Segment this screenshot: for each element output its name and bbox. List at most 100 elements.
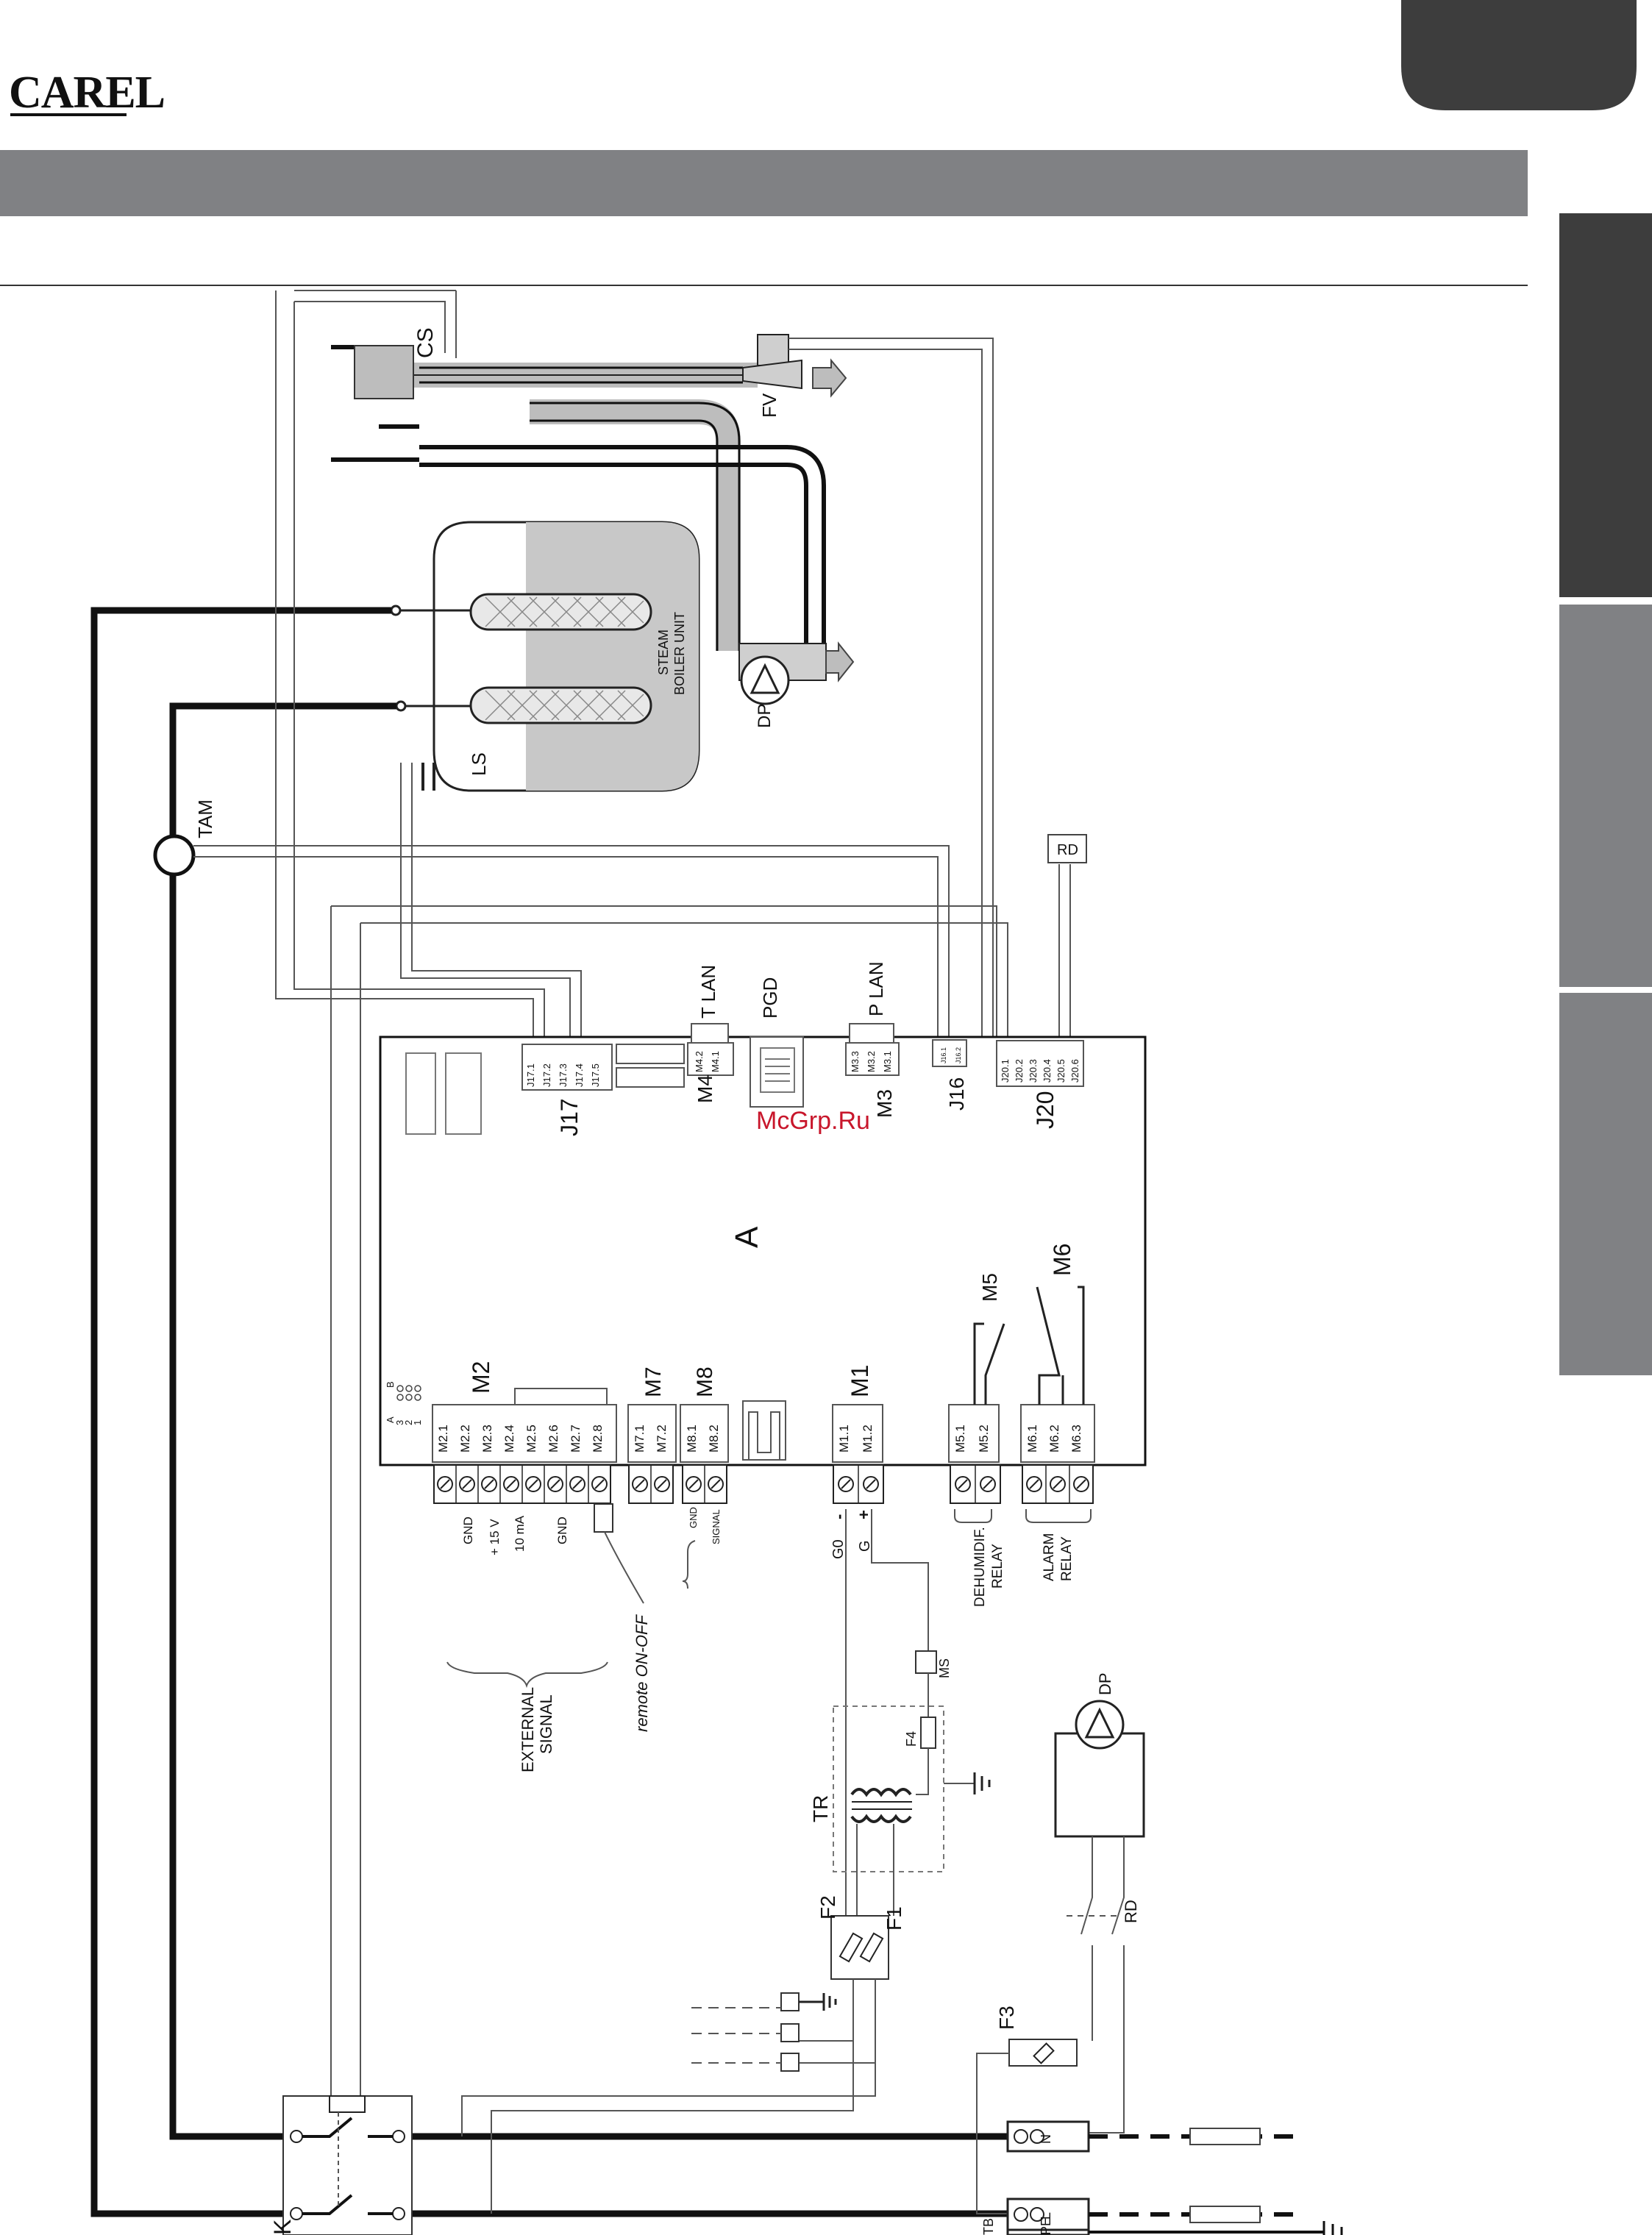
pin-label-j20-1: J20.1 <box>1000 1059 1011 1083</box>
pin-label-m6-2: M6.2 <box>1047 1425 1061 1452</box>
jumper-pin <box>396 1394 404 1401</box>
m8-brace <box>682 1540 696 1589</box>
pump-triangle-icon <box>1084 1707 1115 1739</box>
signal-wiring: RD <box>193 290 1087 2096</box>
mains-fuse-l <box>1189 2206 1261 2223</box>
jumper-row-1: 1 <box>412 1420 423 1425</box>
m1-g0-caption: G0 <box>830 1539 847 1559</box>
ms-switch <box>915 1650 937 1674</box>
pin-label-j16-1: J16.1 <box>940 1047 947 1063</box>
side-tab-2 <box>1559 605 1652 987</box>
fuse-block-f1-f2 <box>830 1915 889 1980</box>
pin-label-j20-6: J20.6 <box>1069 1059 1080 1083</box>
screw-terminals <box>433 1464 1094 1504</box>
m6-relay-contact <box>1036 1286 1085 1405</box>
m5-relay-contact <box>973 1322 1005 1405</box>
m2-15v-caption: + 15 V <box>488 1519 502 1555</box>
m1-label: M1 <box>847 1365 873 1397</box>
pin-label-m1-2: M1.2 <box>861 1425 875 1452</box>
ms-label: MS <box>937 1658 952 1678</box>
page-tab-corner <box>1401 0 1637 110</box>
pin-label-j17-2: J17.2 <box>541 1063 552 1087</box>
inlet-arrow-icon <box>812 358 847 398</box>
pin-label-m2-6: M2.6 <box>546 1425 560 1452</box>
fv-label: FV <box>758 393 780 418</box>
contactor-coil <box>329 2095 366 2113</box>
fuse-f4 <box>920 1717 936 1749</box>
remote-on-off-caption: remote ON-OFF <box>633 1614 651 1732</box>
pin-label-j17-5: J17.5 <box>590 1063 601 1087</box>
ground-icon <box>973 1772 991 1794</box>
pin-label-j17-3: J17.3 <box>558 1063 569 1087</box>
power-supply-circuit: MS F4 TR F2 F1 <box>461 1509 991 2214</box>
pin-label-j20-2: J20.2 <box>1014 1059 1025 1083</box>
l-label: L <box>1039 2212 1053 2220</box>
ls-label: LS <box>468 752 490 776</box>
pin-header <box>514 1388 608 1407</box>
jumper-pin <box>414 1394 421 1401</box>
external-pump-box <box>1054 1732 1145 1838</box>
board-label: A <box>729 1226 765 1248</box>
pin-label-m6-1: M6.1 <box>1025 1425 1039 1452</box>
pin-label-m4-1: M4.1 <box>710 1051 721 1072</box>
external-signal-brace <box>446 1661 608 1689</box>
power-wiring: TAM <box>90 607 1011 2217</box>
pin-label-j17-4: J17.4 <box>574 1063 585 1087</box>
pin-label-m4-2: M4.2 <box>694 1051 705 1072</box>
pin-label-m2-7: M2.7 <box>569 1425 583 1452</box>
pin-label-m8-1: M8.1 <box>685 1425 699 1452</box>
tam-current-transformer <box>153 834 196 877</box>
jumper-pin <box>405 1385 413 1392</box>
alarm-relay-line2: RELAY <box>1059 1536 1075 1581</box>
pin-label-j20-3: J20.3 <box>1028 1059 1039 1083</box>
boiler-label-line1: STEAM <box>656 630 671 675</box>
j17-label: J17 <box>556 1098 583 1136</box>
electrode-upper <box>469 593 652 631</box>
pgd-port: PGD <box>750 977 804 1108</box>
terminal-captions: GND + 15 V 10 mA GND remote ON-OFF EXTER… <box>446 1503 1092 1772</box>
pin-label-m3-2: M3.2 <box>866 1051 877 1072</box>
controller-board-a <box>379 1035 1147 1466</box>
m8-gnd-caption: GND <box>688 1507 699 1528</box>
m3-label: M3 <box>873 1089 896 1118</box>
jumper-pin <box>414 1385 421 1392</box>
pin-label-m2-1: M2.1 <box>436 1425 450 1452</box>
fill-valve <box>757 334 789 366</box>
pin-label-m2-2: M2.2 <box>458 1425 472 1452</box>
ground-icon <box>799 1993 837 2011</box>
m2-gnd2-caption: GND <box>555 1516 569 1544</box>
f4-label: F4 <box>904 1731 919 1747</box>
dp-label-bottom: DP <box>1096 1672 1114 1695</box>
board-component <box>405 1052 436 1135</box>
transformer-enclosure <box>833 1705 944 1872</box>
m2-10ma-caption: 10 mA <box>513 1515 527 1552</box>
f2-label: F2 <box>816 1895 839 1919</box>
dehumidif-relay-line2: RELAY <box>990 1544 1005 1589</box>
cs-sensor <box>354 345 414 399</box>
ground-icon <box>1322 2221 1343 2235</box>
pin-label-j16-2: J16.2 <box>955 1047 962 1063</box>
rd-label-bottom: RD <box>1122 1900 1140 1923</box>
f3-label: F3 <box>995 2006 1018 2030</box>
dp-label-top: DP <box>755 704 775 728</box>
pin-label-m2-8: M2.8 <box>591 1425 605 1452</box>
m7-label: M7 <box>641 1366 666 1397</box>
pin-label-j20-5: J20.5 <box>1055 1059 1067 1083</box>
electrode-lower <box>469 686 652 724</box>
rd-label-top: RD <box>1057 842 1078 858</box>
side-tab-3 <box>1559 993 1652 1375</box>
pe-label: PE <box>1039 2217 1053 2235</box>
carel-logo: CAREL <box>9 68 165 118</box>
m5-label: M5 <box>978 1273 1001 1302</box>
pin-label-j17-1: J17.1 <box>525 1063 536 1087</box>
tam-label: TAM <box>194 799 216 838</box>
m8-signal-caption: SIGNAL <box>711 1509 722 1544</box>
pin-label-m7-1: M7.1 <box>633 1425 647 1452</box>
